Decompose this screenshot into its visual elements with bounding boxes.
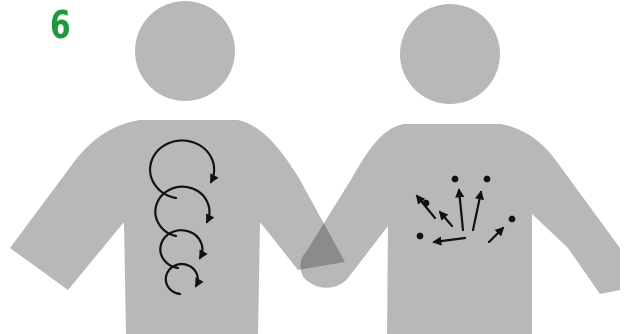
dot-5 [417, 233, 424, 240]
left-person [10, 1, 345, 334]
dot-1 [452, 176, 459, 183]
step-number: 6 [50, 6, 71, 44]
right-person-head [400, 4, 500, 104]
dot-2 [484, 176, 491, 183]
left-person-head [135, 1, 235, 101]
left-person-body [10, 120, 345, 334]
right-person [300, 4, 620, 334]
dot-4 [509, 216, 516, 223]
right-person-body [300, 124, 620, 334]
dot-3 [423, 200, 430, 207]
